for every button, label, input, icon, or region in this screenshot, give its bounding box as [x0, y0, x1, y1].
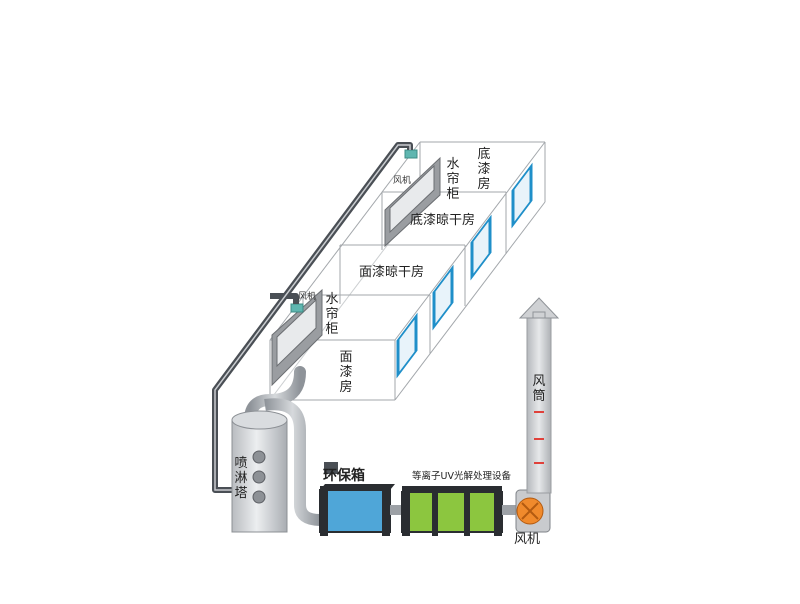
- exhaust-fan: [515, 489, 551, 533]
- label-fan-top: 风机: [393, 176, 412, 186]
- spray-tower: [231, 410, 288, 533]
- label-fan-mid: 风机: [298, 292, 317, 302]
- chimney: [518, 297, 560, 494]
- booth-doors: [396, 162, 533, 379]
- label-base-paint-room: 底漆房: [477, 147, 491, 192]
- label-base-drying-room: 底漆晾干房: [410, 213, 476, 228]
- label-top-drying-room: 面漆晾干房: [359, 265, 425, 280]
- water-curtain-cabinet-top: [384, 149, 441, 248]
- uv-photolysis-equipment: [401, 486, 503, 536]
- tower-to-box-pipe: [264, 398, 321, 526]
- label-water-curtain-bottom: 水帘柜: [325, 292, 339, 337]
- label-top-paint-room: 面漆房: [339, 350, 353, 395]
- label-uv-equipment: 等离子UV光解处理设备: [412, 471, 511, 482]
- label-environmental-box: 环保箱: [323, 468, 365, 484]
- label-spray-tower: 喷淋塔: [234, 456, 248, 501]
- water-curtain-cabinet-bottom: [271, 288, 323, 387]
- booth-building: [269, 141, 546, 401]
- label-water-curtain-top: 水帘柜: [446, 157, 460, 202]
- environmental-box: [319, 462, 395, 536]
- label-fan-bottom: 风机: [514, 532, 541, 547]
- label-chimney: 风筒: [532, 374, 546, 404]
